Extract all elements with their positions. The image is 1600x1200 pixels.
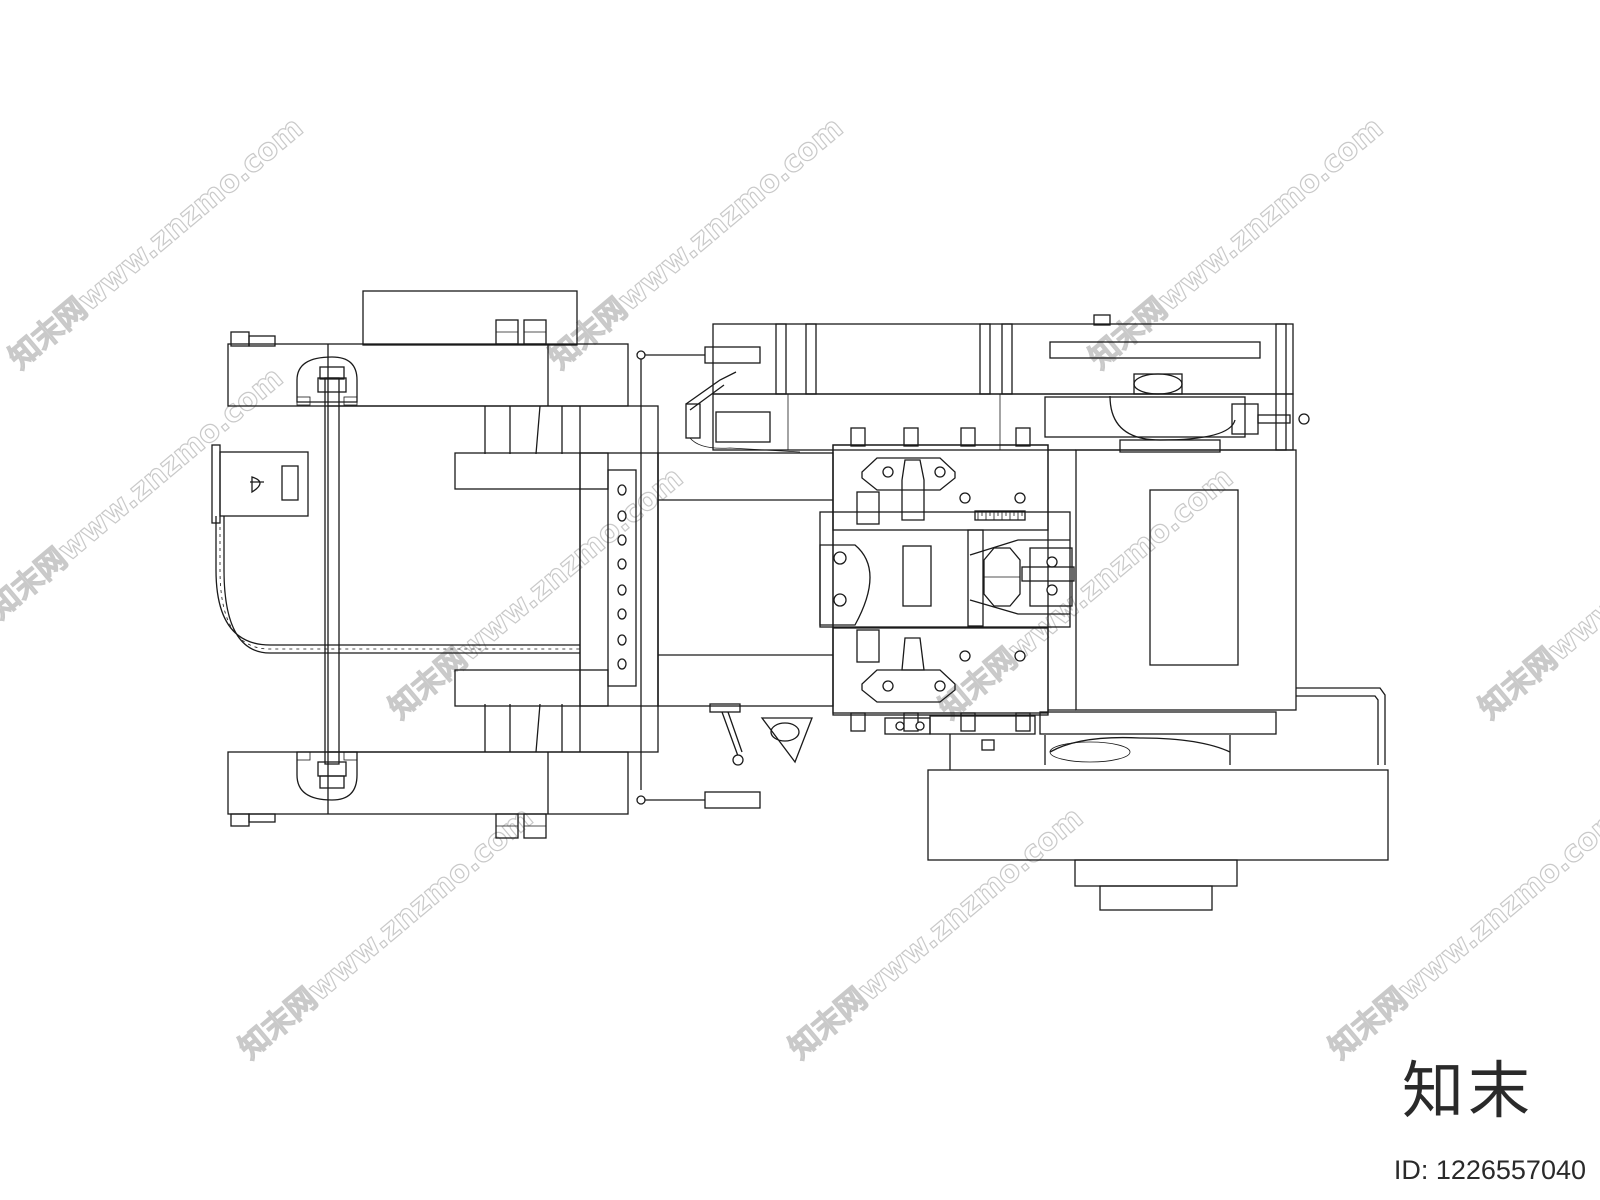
image-id-label: ID: 1226557040 [1393, 1155, 1586, 1185]
clamp-assembly [819, 427, 1075, 732]
top-housing [712, 314, 1294, 451]
brand-logo-text: 知末 [1401, 1054, 1534, 1127]
watermark-layer: 知末网www.znzmo.com 知末网www.znzmo.com 知末网www… [0, 110, 1600, 1067]
watermark-7: 知末网www.znzmo.com [1473, 460, 1600, 726]
left-frame-assembly [211, 290, 659, 839]
watermark-8: 知末网www.znzmo.com [233, 800, 540, 1066]
upper-pulley [1044, 373, 1310, 453]
watermark-6: 知末网www.znzmo.com [933, 460, 1240, 726]
watermark-9: 知末网www.znzmo.com [783, 800, 1090, 1066]
middle-section [636, 346, 834, 809]
watermark-5: 知末网www.znzmo.com [383, 460, 690, 726]
watermark-3: 知末网www.znzmo.com [1083, 110, 1390, 376]
watermark-4: 知末网www.znzmo.com [0, 360, 290, 626]
motor-housing [884, 449, 1389, 911]
watermark-2: 知末网www.znzmo.com [543, 110, 850, 376]
watermark-10: 知末网www.znzmo.com [1323, 800, 1600, 1066]
